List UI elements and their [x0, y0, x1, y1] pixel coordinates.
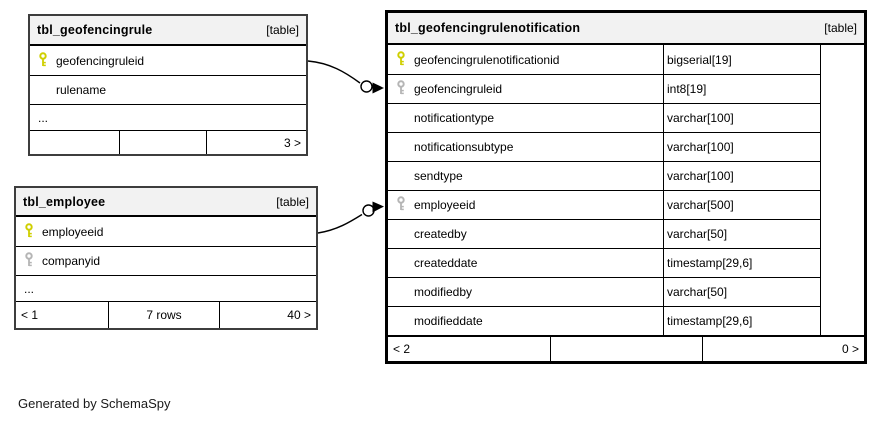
column-name: sendtype — [414, 169, 463, 183]
column-name: notificationsubtype — [414, 140, 514, 154]
column-geofencingruleid: geofencingruleid — [30, 46, 306, 75]
table-name[interactable]: tbl_employee — [23, 194, 106, 209]
primary-key-icon — [24, 222, 34, 241]
column-modifiedby: modifiedby varchar[50] — [388, 277, 820, 306]
table-name[interactable]: tbl_geofencingrule — [37, 23, 153, 37]
table-type-tag: [table] — [276, 194, 309, 209]
footer-parents-count: < 1 — [16, 302, 109, 328]
table-footer: < 2 0 > — [388, 335, 864, 361]
footer-left-cell — [30, 131, 120, 154]
column-modifieddate: modifieddate timestamp[29,6] — [388, 306, 820, 335]
footer-children-count: 40 > — [287, 308, 311, 322]
column-companyid: companyid — [16, 246, 316, 275]
column-name: geofencingruleid — [56, 53, 145, 68]
footer-rows-count: 7 rows — [109, 302, 220, 328]
foreign-key-icon — [396, 80, 406, 98]
column-geofencingrulenotificationid: geofencingrulenotificationid bigserial[1… — [388, 45, 820, 74]
column-name: employeeid — [42, 224, 104, 239]
column-createddate: createddate timestamp[29,6] — [388, 248, 820, 277]
footer-children-count: 0 > — [841, 342, 859, 356]
column-notificationtype: notificationtype varchar[100] — [388, 103, 820, 132]
column-name: modifiedby — [414, 285, 473, 299]
footer-center-cell — [551, 337, 703, 361]
footer-center-cell — [120, 131, 207, 154]
column-type: varchar[100] — [663, 104, 820, 132]
column-sendtype: sendtype varchar[100] — [388, 161, 820, 190]
table-tbl-employee[interactable]: tbl_employee [table] employeeid companyi… — [14, 186, 318, 330]
table-footer: < 1 7 rows 40 > — [16, 301, 316, 328]
column-type: timestamp[29,6] — [663, 249, 820, 277]
column-type: varchar[50] — [663, 278, 820, 306]
column-name: geofencingruleid — [414, 82, 503, 96]
table-tbl-geofencingrule[interactable]: tbl_geofencingrule [table] geofencingrul… — [28, 14, 308, 156]
column-employeeid: employeeid — [16, 217, 316, 246]
column-type: varchar[50] — [663, 220, 820, 248]
table-footer: 3 > — [30, 130, 306, 154]
columns-ellipsis: ... — [30, 104, 306, 130]
column-geofencingruleid: geofencingruleid int8[19] — [388, 74, 820, 103]
column-type: varchar[100] — [663, 133, 820, 161]
column-name: modifieddate — [414, 314, 483, 328]
table-type-tag: [table] — [824, 21, 857, 35]
column-notificationsubtype: notificationsubtype varchar[100] — [388, 132, 820, 161]
footer-children-count: 3 > — [283, 135, 301, 150]
relationship-geofencingruleid — [307, 60, 384, 94]
column-name: companyid — [42, 254, 101, 268]
column-type: timestamp[29,6] — [663, 307, 820, 335]
generated-by-note: Generated by SchemaSpy — [18, 396, 171, 411]
table-header[interactable]: tbl_geofencingrulenotification [table] — [388, 13, 864, 45]
column-name: employeeid — [414, 198, 476, 212]
table-name[interactable]: tbl_geofencingrulenotification — [395, 21, 581, 35]
column-name: createdby — [414, 227, 467, 241]
column-name: geofencingrulenotificationid — [414, 52, 560, 67]
foreign-key-icon — [396, 196, 406, 214]
column-name: rulename — [56, 83, 107, 97]
footer-parents-count: < 2 — [388, 337, 551, 361]
column-rulename: rulename — [30, 75, 306, 104]
column-name: createddate — [414, 256, 478, 270]
primary-key-icon — [38, 51, 48, 70]
columns-ellipsis: ... — [16, 275, 316, 301]
column-type: int8[19] — [663, 75, 820, 103]
column-type: varchar[100] — [663, 162, 820, 190]
column-createdby: createdby varchar[50] — [388, 219, 820, 248]
table-header[interactable]: tbl_geofencingrule [table] — [30, 16, 306, 46]
column-type: bigserial[19] — [663, 45, 820, 74]
table-header[interactable]: tbl_employee [table] — [16, 188, 316, 217]
column-name: notificationtype — [414, 111, 495, 125]
table-side-column — [820, 45, 866, 335]
foreign-key-icon — [24, 252, 34, 270]
column-employeeid: employeeid varchar[500] — [388, 190, 820, 219]
column-type: varchar[500] — [663, 191, 820, 219]
table-tbl-geofencingrulenotification[interactable]: tbl_geofencingrulenotification [table] g… — [385, 10, 867, 364]
relationship-employeeid — [317, 201, 384, 234]
primary-key-icon — [396, 50, 406, 69]
table-type-tag: [table] — [266, 23, 299, 37]
